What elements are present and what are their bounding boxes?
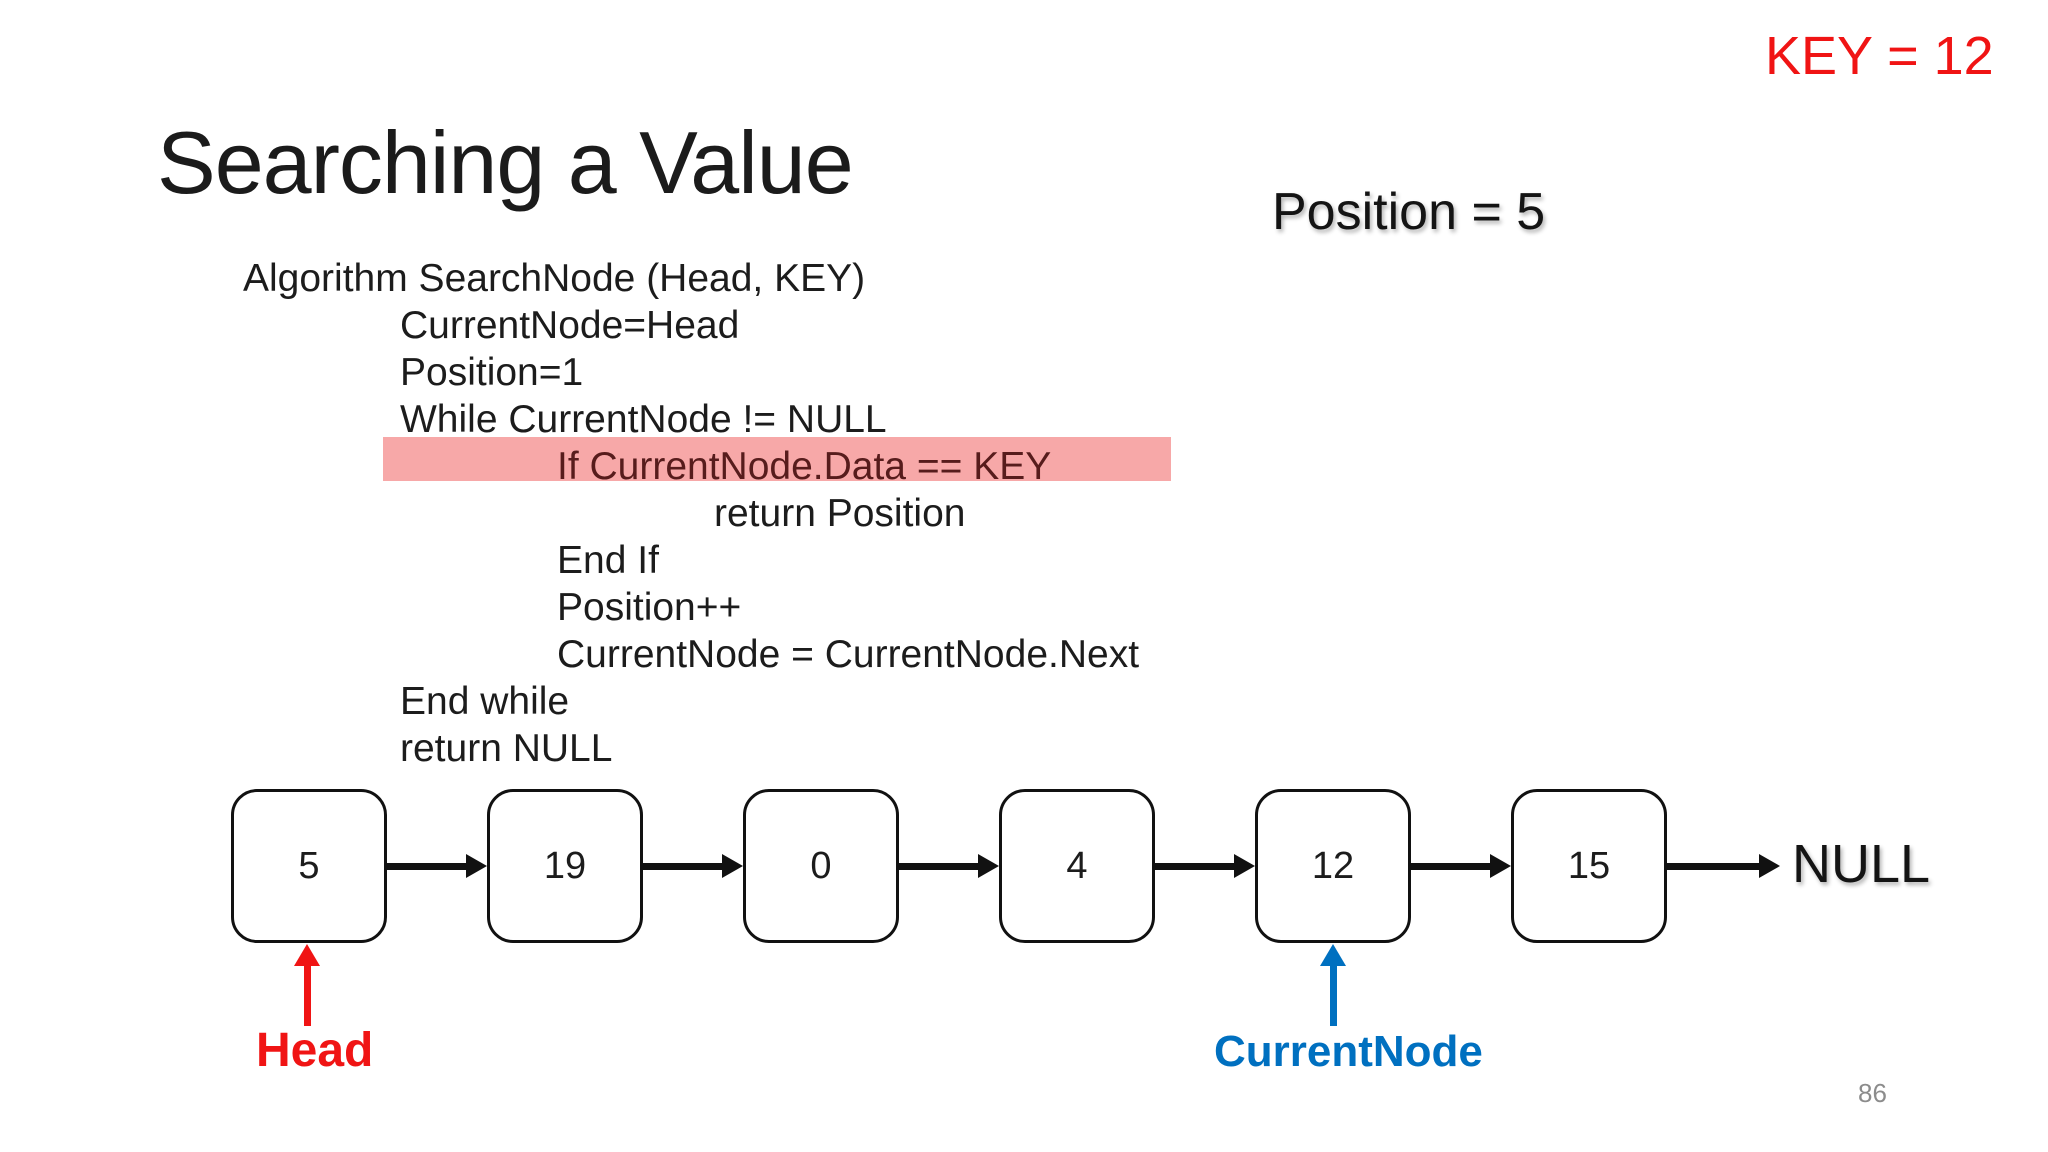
list-node: 12 bbox=[1255, 789, 1411, 943]
head-pointer-arrow-shaft bbox=[304, 964, 311, 1026]
node-value: 19 bbox=[543, 844, 587, 887]
list-node: 4 bbox=[999, 789, 1155, 943]
code-line: CurrentNode = CurrentNode.Next bbox=[557, 633, 1140, 676]
head-pointer-label: Head bbox=[256, 1024, 374, 1077]
list-node: 5 bbox=[231, 789, 387, 943]
next-arrow-icon bbox=[897, 854, 999, 878]
next-arrow-icon bbox=[385, 854, 487, 878]
node-value: 4 bbox=[1066, 844, 1088, 887]
node-value: 0 bbox=[810, 844, 832, 887]
code-line-highlighted: If CurrentNode.Data == KEY bbox=[557, 445, 1052, 488]
currentnode-pointer-label: CurrentNode bbox=[1214, 1027, 1483, 1076]
code-highlight-bar bbox=[383, 437, 1171, 481]
pseudocode-block: Algorithm SearchNode (Head, KEY)CurrentN… bbox=[243, 255, 1139, 772]
node-value: 12 bbox=[1311, 844, 1355, 887]
slide-title: Searching a Value bbox=[157, 113, 854, 212]
code-line: Position++ bbox=[557, 586, 742, 629]
currentnode-pointer-arrow-shaft bbox=[1330, 964, 1337, 1026]
next-arrow-icon bbox=[1665, 854, 1780, 878]
code-line: Position=1 bbox=[400, 351, 584, 394]
next-arrow-icon bbox=[1153, 854, 1255, 878]
node-value: 15 bbox=[1567, 844, 1611, 887]
list-node: 15 bbox=[1511, 789, 1667, 943]
code-line: return Position bbox=[714, 492, 966, 535]
list-node: 19 bbox=[487, 789, 643, 943]
node-value: 5 bbox=[298, 844, 320, 887]
currentnode-pointer-arrow-icon bbox=[1320, 944, 1346, 966]
page-number: 86 bbox=[1858, 1078, 1887, 1108]
position-value-label: Position = 5 bbox=[1272, 183, 1546, 241]
code-line: CurrentNode=Head bbox=[400, 304, 740, 347]
null-terminator-label: NULL bbox=[1792, 834, 1931, 894]
code-line: Algorithm SearchNode (Head, KEY) bbox=[243, 257, 866, 300]
list-node: 0 bbox=[743, 789, 899, 943]
code-line: While CurrentNode != NULL bbox=[400, 398, 887, 441]
key-value-label: KEY = 12 bbox=[1765, 26, 1994, 86]
next-arrow-icon bbox=[1409, 854, 1511, 878]
code-line: return NULL bbox=[400, 727, 613, 770]
code-line: End If bbox=[557, 539, 659, 582]
next-arrow-icon bbox=[641, 854, 743, 878]
head-pointer-arrow-icon bbox=[294, 944, 320, 966]
code-line: End while bbox=[400, 680, 570, 723]
